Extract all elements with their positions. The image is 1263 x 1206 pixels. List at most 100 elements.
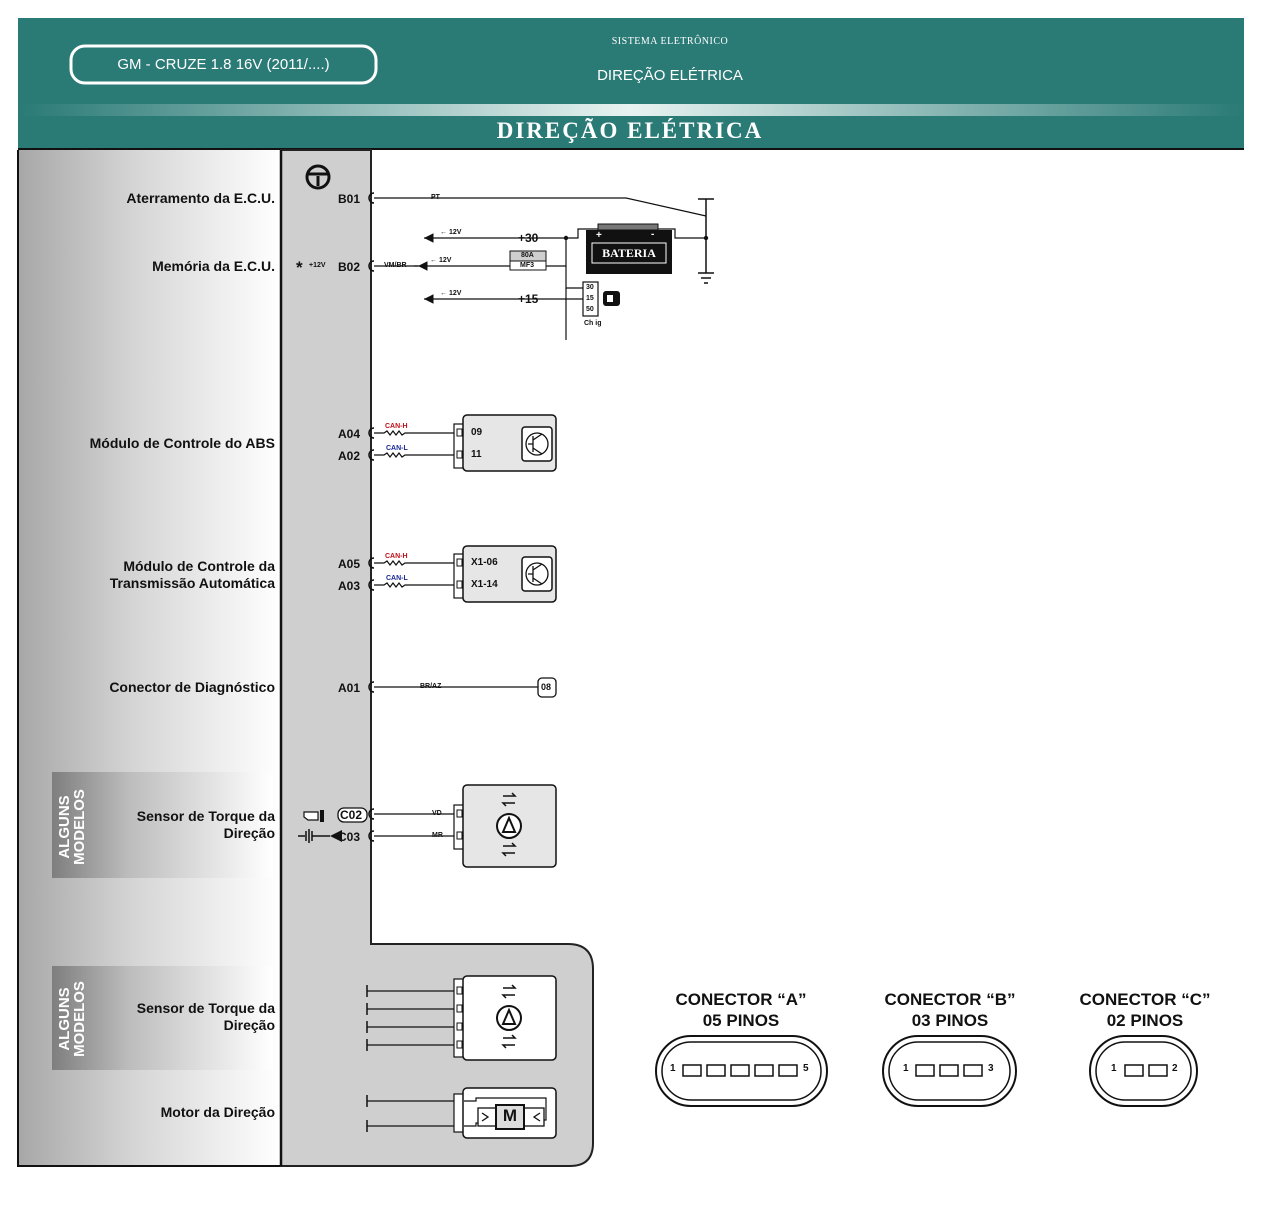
row-label-tcm-2: Transmissão Automática [109,575,275,591]
pin-b01: B01 [338,192,361,206]
row-label-ecu-ground: Aterramento da E.C.U. [126,190,275,206]
tcm-module-icon [521,556,553,592]
battery-label: BATERIA [602,246,656,260]
pin-c02: C02 [340,808,363,822]
wire-code-mr: MR [432,832,443,839]
connector-a-pins: 05 PINOS [702,1011,780,1030]
hand-pointer-icon [303,810,324,822]
ignition-label: Ch ig [584,320,602,327]
connector-a-first-pin: 1 [670,1063,676,1074]
label-12v-b: ← 12V [430,257,452,264]
chassis-ground-icon [698,198,714,284]
header-band [18,104,1244,116]
connector-pin-slot [682,1064,702,1077]
connector-pin-slot [706,1064,726,1077]
label-plus30: +30 [518,231,539,245]
tcm-pin-x1-14: X1-14 [471,579,498,590]
pin-a05: A05 [338,557,361,571]
connector-c-first-pin: 1 [1111,1063,1117,1074]
row-label-torque-1b: Direção [223,825,275,841]
row-label-torque-2a: Sensor de Torque da [136,1000,275,1016]
abs-pin-11: 11 [471,449,482,460]
some-models-label-2: ALGUNS MODELOS [56,981,88,1057]
wire-code-can-h-abs: CAN-H [385,423,408,430]
fuse-name: MF3 [520,262,534,269]
motor-icon [464,1097,547,1130]
row-label-torque-1a: Sensor de Torque da [136,808,275,824]
fuse-amp: 80A [521,252,534,259]
connector-c-last-pin: 2 [1172,1063,1178,1074]
connector-pin-slot [915,1064,935,1077]
pin-b02: B02 [338,260,361,274]
label-plus15: +15 [518,292,539,306]
diagnostic-connector [537,677,557,698]
vehicle-badge [69,44,378,85]
wire-code-pt: PT [431,194,440,201]
key-icon [603,291,620,306]
battery-icon [586,223,672,274]
connector-b-title: CONECTOR “B” [884,990,1016,1009]
pin-a01: A01 [338,681,361,695]
row-label-diagnostic: Conector de Diagnóstico [109,679,275,695]
some-models-label-1: ALGUNS MODELOS [56,789,88,865]
pin-a03: A03 [338,579,361,593]
some-models-band-2 [52,966,273,1070]
some-models-band-1 [52,772,273,878]
steering-wheel-icon [305,164,331,190]
pin-a02: A02 [338,449,361,463]
connector-b-last-pin: 3 [988,1063,994,1074]
wire-code-can-h-tcm: CAN-H [385,553,408,560]
motor-letter: M [502,1106,518,1125]
label-12v-a: ← 12V [440,229,462,236]
row-label-abs: Módulo de Controle do ABS [89,435,275,451]
connector-c-pins: 02 PINOS [1106,1011,1184,1030]
vehicle-title: GM - CRUZE 1.8 16V (2011/....) [117,56,330,73]
abs-module-icon [521,426,553,462]
page-banner: DIREÇÃO ELÉTRICA [496,118,764,143]
system-subtitle: SISTEMA ELETRÔNICO [611,36,729,47]
ecu-outline [280,149,594,1167]
pin-c03: C03 [338,830,361,844]
row-label-tcm-1: Módulo de Controle da [123,558,275,574]
connector-pin-slot [778,1064,798,1077]
pin-a04: A04 [338,427,361,441]
wire-code-vmbr: VM/BR [384,262,407,269]
connector-b-pins: 03 PINOS [911,1011,989,1030]
wire-code-braz: BR/AZ [420,683,442,690]
connector-a-last-pin: 5 [803,1063,809,1074]
torque-sensor-icon [496,792,522,857]
c02-pin-badge [337,807,368,823]
ignition-pin-15: 15 [586,295,594,302]
battery-minus: - [651,229,655,240]
tcm-pin-x1-06: X1-06 [471,557,498,568]
connector-b-first-pin: 1 [903,1063,909,1074]
diagnostic-pin-08: 08 [541,682,552,692]
marker-12v: +12V [309,262,326,269]
wire-code-can-l-tcm: CAN-L [386,575,408,582]
abs-pin-09: 09 [471,427,483,438]
connector-pin-slot [1148,1064,1168,1077]
wire-code-can-l-abs: CAN-L [386,445,408,452]
wire-code-vd: VD [432,810,442,817]
row-label-motor: Motor da Direção [160,1104,275,1120]
torque-sensor-2-icon [496,984,522,1049]
ground-wire [374,197,707,217]
connector-pin-slot [963,1064,983,1077]
battery-plus: + [596,230,602,241]
connector-a-title: CONECTOR “A” [675,990,807,1009]
signal-ground-icon [298,829,342,843]
system-title: DIREÇÃO ELÉTRICA [597,67,743,84]
row-label-torque-2b: Direção [223,1017,275,1033]
connector-c-title: CONECTOR “C” [1079,990,1211,1009]
connector-pin-slot [939,1064,959,1077]
row-label-ecu-memory: Memória da E.C.U. [152,258,275,274]
connector-pin-slots [682,1064,1168,1077]
ignition-pin-30: 30 [586,284,594,291]
ignition-pin-50: 50 [586,306,594,313]
ecu-terminals [368,192,375,842]
star-marker-icon: * [296,258,303,277]
connector-pin-slot [1124,1064,1144,1077]
connector-pin-slot [754,1064,774,1077]
